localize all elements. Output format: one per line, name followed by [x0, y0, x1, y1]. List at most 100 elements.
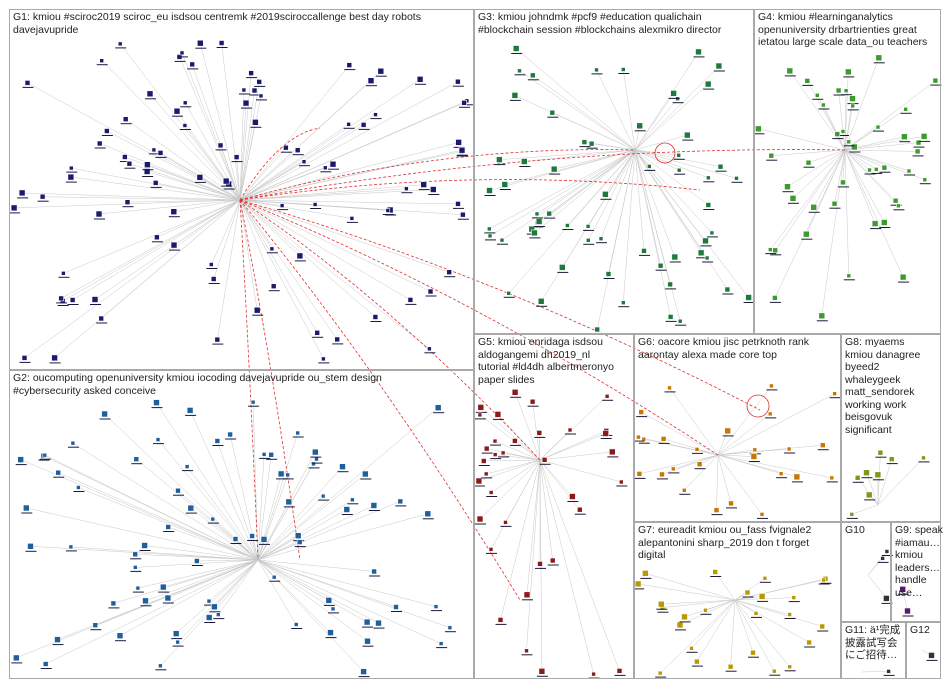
node-g2-33[interactable]: [364, 637, 371, 645]
node-g8-4[interactable]: [921, 455, 926, 461]
node-g4-16[interactable]: [914, 148, 921, 155]
group-panel-g10[interactable]: G10: [841, 522, 891, 622]
node-g8-1[interactable]: [874, 471, 882, 479]
node-g5-4[interactable]: [537, 561, 543, 567]
node-g1-60[interactable]: [385, 208, 391, 213]
node-g1-0[interactable]: [10, 204, 18, 212]
node-g7-20[interactable]: [787, 612, 792, 617]
node-g2-13[interactable]: [55, 469, 62, 476]
node-g5-21[interactable]: [480, 458, 487, 464]
node-g1-78[interactable]: [157, 150, 164, 156]
node-g3-8[interactable]: [588, 140, 595, 147]
node-g6-22[interactable]: [819, 442, 826, 449]
node-g1-36[interactable]: [301, 159, 307, 164]
node-g7-21[interactable]: [762, 575, 768, 581]
node-g1-70[interactable]: [367, 77, 375, 84]
node-g1-10[interactable]: [253, 306, 261, 314]
node-g2-12[interactable]: [434, 404, 442, 412]
node-g2-74[interactable]: [216, 612, 221, 617]
node-g9-0[interactable]: [899, 585, 907, 593]
node-g4-32[interactable]: [915, 139, 922, 146]
node-g4-18[interactable]: [871, 220, 879, 227]
node-g2-71[interactable]: [17, 456, 25, 463]
node-g3-51[interactable]: [705, 202, 712, 208]
node-g1-9[interactable]: [58, 295, 64, 302]
node-g2-8[interactable]: [295, 430, 301, 436]
node-g3-58[interactable]: [709, 230, 715, 236]
node-g1-55[interactable]: [67, 173, 75, 181]
node-g2-76[interactable]: [116, 632, 124, 640]
node-g1-13[interactable]: [404, 186, 409, 191]
node-g6-1[interactable]: [638, 409, 645, 415]
node-g2-7[interactable]: [184, 464, 190, 469]
group-panel-g5[interactable]: G5: kmiou enridaga isdsou aldogangemi dh…: [474, 334, 634, 679]
node-g2-42[interactable]: [214, 438, 221, 444]
node-g7-8[interactable]: [712, 569, 719, 575]
node-g1-38[interactable]: [248, 70, 254, 76]
node-g3-40[interactable]: [695, 48, 702, 56]
node-g1-59[interactable]: [18, 189, 26, 197]
node-g7-2[interactable]: [750, 649, 756, 656]
node-g6-12[interactable]: [670, 466, 676, 472]
node-g2-23[interactable]: [260, 536, 268, 543]
node-g5-10[interactable]: [492, 438, 498, 444]
node-g3-0[interactable]: [486, 226, 492, 232]
node-g3-34[interactable]: [585, 238, 591, 243]
node-g4-19[interactable]: [843, 88, 849, 93]
node-g3-32[interactable]: [598, 236, 604, 241]
node-g4-26[interactable]: [784, 183, 791, 190]
node-g5-22[interactable]: [497, 617, 504, 623]
node-g6-7[interactable]: [694, 447, 700, 452]
node-g2-11[interactable]: [187, 504, 195, 512]
node-g2-22[interactable]: [54, 636, 61, 643]
node-g2-15[interactable]: [250, 399, 256, 405]
node-g3-49[interactable]: [594, 326, 601, 333]
node-g6-16[interactable]: [778, 471, 784, 477]
node-g4-5[interactable]: [844, 68, 852, 76]
node-g6-10[interactable]: [767, 411, 773, 417]
node-g4-22[interactable]: [821, 102, 826, 108]
node-g1-20[interactable]: [182, 123, 188, 128]
node-g3-18[interactable]: [667, 281, 673, 288]
node-g4-1[interactable]: [772, 247, 779, 254]
node-g3-30[interactable]: [646, 164, 652, 169]
node-g2-25[interactable]: [142, 597, 149, 605]
node-g3-10[interactable]: [677, 318, 683, 324]
node-g2-14[interactable]: [327, 629, 334, 636]
node-g2-37[interactable]: [447, 625, 453, 631]
node-g6-17[interactable]: [636, 471, 643, 477]
node-g1-28[interactable]: [209, 262, 214, 267]
node-g1-32[interactable]: [210, 276, 217, 282]
node-g1-7[interactable]: [122, 116, 129, 122]
node-g11-0[interactable]: [886, 669, 891, 674]
node-g2-43[interactable]: [76, 485, 81, 490]
node-g1-80[interactable]: [197, 39, 204, 47]
node-g1-51[interactable]: [39, 193, 46, 200]
node-g4-20[interactable]: [875, 54, 883, 62]
node-g7-18[interactable]: [657, 600, 665, 608]
node-g6-9[interactable]: [636, 434, 641, 440]
node-g10-2[interactable]: [880, 556, 885, 561]
node-g5-31[interactable]: [494, 411, 502, 418]
node-g7-1[interactable]: [787, 664, 793, 670]
node-g1-33[interactable]: [91, 296, 99, 303]
node-g3-29[interactable]: [705, 175, 711, 181]
node-g3-22[interactable]: [549, 109, 556, 116]
node-g1-66[interactable]: [154, 234, 160, 241]
node-g2-46[interactable]: [165, 524, 171, 530]
node-g1-53[interactable]: [329, 160, 337, 168]
node-g1-41[interactable]: [314, 329, 321, 336]
node-g3-54[interactable]: [734, 176, 739, 181]
node-g1-67[interactable]: [104, 128, 110, 134]
node-g2-21[interactable]: [330, 606, 336, 612]
node-g1-92[interactable]: [179, 50, 185, 56]
node-g3-25[interactable]: [558, 264, 566, 271]
node-g4-12[interactable]: [906, 168, 912, 174]
node-g3-42[interactable]: [676, 153, 682, 158]
node-g3-35[interactable]: [486, 187, 493, 194]
node-g2-72[interactable]: [133, 565, 138, 570]
node-g1-86[interactable]: [407, 297, 414, 303]
node-g1-87[interactable]: [458, 146, 466, 154]
node-g3-9[interactable]: [605, 271, 612, 277]
node-g6-18[interactable]: [728, 500, 734, 507]
